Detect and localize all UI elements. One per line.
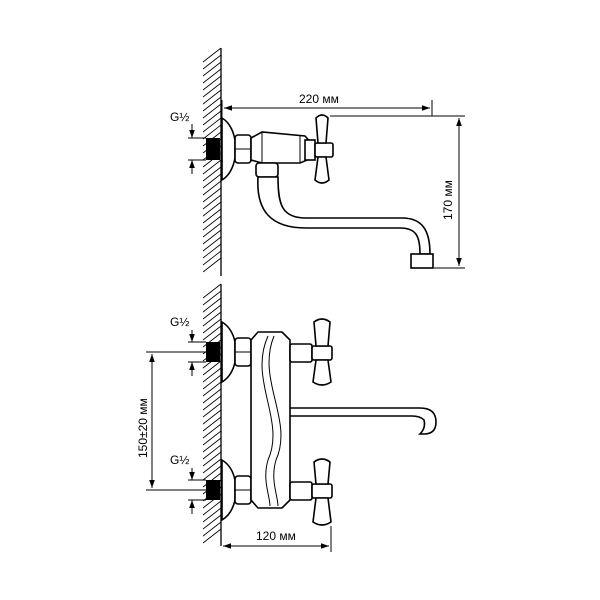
top-height-label: 170 мм: [441, 180, 455, 220]
wall-hatch-line: [202, 54, 222, 70]
wall-hatch-line: [202, 325, 222, 341]
bottom-thread-label-upper: G½: [170, 315, 189, 329]
wall-hatch-line: [202, 304, 222, 320]
bottom-depth-label: 120 мм: [256, 529, 296, 543]
dim-top-length: [221, 100, 465, 269]
bottom-spout: [282, 407, 437, 435]
wall-hatch-line: [202, 367, 222, 383]
wall-hatch-line: [202, 173, 222, 189]
wall-hatch-line: [202, 96, 222, 112]
wall-hatch-line: [202, 215, 222, 231]
wall-hatch-line: [202, 110, 222, 126]
dim-bottom-depth: [223, 526, 332, 552]
wall-hatch-line: [202, 458, 222, 474]
wall-hatch-line: [202, 360, 222, 376]
wall-hatch-line: [202, 82, 222, 98]
wall-hatch-line: [202, 61, 222, 77]
top-thread-label: G½: [170, 110, 189, 124]
wall-hatch-line: [202, 103, 222, 119]
bottom-valve-body: [250, 331, 291, 509]
wall-hatch-line: [202, 423, 222, 439]
bottom-wall: [202, 283, 222, 546]
wall-hatch-line: [202, 409, 222, 425]
bottom-view: G½ G½: [136, 283, 437, 552]
wall-hatch-line: [202, 180, 222, 196]
wall-hatch-line: [202, 201, 222, 217]
bottom-thread-connector-lower: [188, 468, 220, 514]
wall-hatch-line: [202, 187, 222, 203]
wall-hatch-line: [202, 250, 222, 266]
wall-hatch-line: [202, 222, 222, 238]
wall-hatch-line: [202, 243, 222, 259]
wall-hatch-line: [202, 166, 222, 182]
top-escutcheon: [221, 116, 252, 182]
wall-hatch-line: [202, 75, 222, 91]
wall-hatch-line: [202, 89, 222, 105]
wall-hatch-line: [202, 236, 222, 252]
wall-hatch-line: [202, 47, 222, 63]
wall-hatch-line: [202, 402, 222, 418]
bottom-handle-upper: [289, 318, 333, 386]
top-length-label: 220 мм: [299, 92, 339, 106]
wall-hatch-line: [202, 416, 222, 432]
bottom-handle-lower: [289, 458, 333, 526]
bottom-thread-connector-upper: [188, 330, 220, 376]
wall-hatch-line: [202, 451, 222, 467]
wall-hatch-line: [202, 444, 222, 460]
wall-hatch-line: [202, 521, 222, 537]
wall-hatch-line: [202, 395, 222, 411]
wall-hatch-line: [202, 257, 222, 273]
bottom-escutcheon-lower: [221, 458, 252, 522]
wall-hatch-line: [202, 290, 222, 306]
dim-bottom-spacing: [146, 351, 206, 491]
wall-hatch-line: [202, 514, 222, 530]
wall-hatch-line: [202, 465, 222, 481]
wall-hatch-line: [202, 381, 222, 397]
top-spout: [255, 162, 434, 269]
wall-hatch-line: [202, 297, 222, 313]
wall-hatch-line: [202, 318, 222, 334]
top-thread-connector: [188, 124, 220, 174]
wall-hatch-line: [202, 528, 222, 544]
wall-hatch-line: [202, 430, 222, 446]
wall-hatch-line: [202, 374, 222, 390]
wall-hatch-line: [202, 117, 222, 133]
wall-hatch-line: [202, 124, 222, 140]
wall-hatch-line: [202, 159, 222, 175]
top-wall: [202, 47, 222, 276]
wall-hatch-line: [202, 437, 222, 453]
top-view: G½: [170, 47, 465, 276]
top-valve-body: [250, 114, 334, 184]
wall-hatch-line: [202, 68, 222, 84]
wall-hatch-line: [202, 311, 222, 327]
bottom-thread-label-lower: G½: [170, 453, 189, 467]
wall-hatch-line: [202, 208, 222, 224]
wall-hatch-line: [202, 388, 222, 404]
bottom-spacing-label: 150±20 мм: [136, 398, 150, 458]
wall-hatch-line: [202, 507, 222, 523]
wall-hatch-line: [202, 194, 222, 210]
wall-hatch-line: [202, 500, 222, 516]
wall-hatch-line: [202, 229, 222, 245]
wall-hatch-line: [202, 283, 222, 299]
bottom-escutcheon-upper: [221, 320, 252, 384]
